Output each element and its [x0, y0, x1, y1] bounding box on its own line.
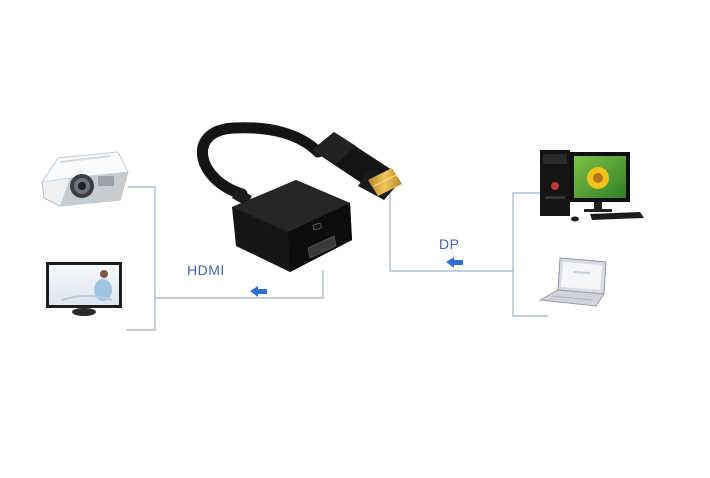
- tv-monitor-icon: [46, 262, 122, 316]
- displayport-plug: [312, 132, 402, 200]
- right-bracket-line: [512, 192, 548, 317]
- connection-lines: [126, 186, 548, 331]
- left-bracket-line: [126, 186, 156, 331]
- arrow-left-icon: [446, 257, 463, 268]
- gold-contacts: [368, 168, 402, 196]
- adapter-box: [232, 180, 352, 272]
- hdmi-port: [307, 235, 337, 259]
- dp-label: DP: [439, 236, 460, 252]
- adapter-cable: [196, 122, 324, 200]
- arrow-left-icon: [250, 286, 267, 297]
- laptop-icon: [538, 257, 607, 307]
- projector-icon: [41, 151, 129, 207]
- hdmi-line: [155, 270, 324, 299]
- desktop-computer-icon: [540, 150, 644, 222]
- hdmi-label: HDMI: [187, 262, 225, 278]
- displayport-to-hdmi-adapter-icon: [196, 122, 402, 272]
- dp-line: [389, 192, 513, 272]
